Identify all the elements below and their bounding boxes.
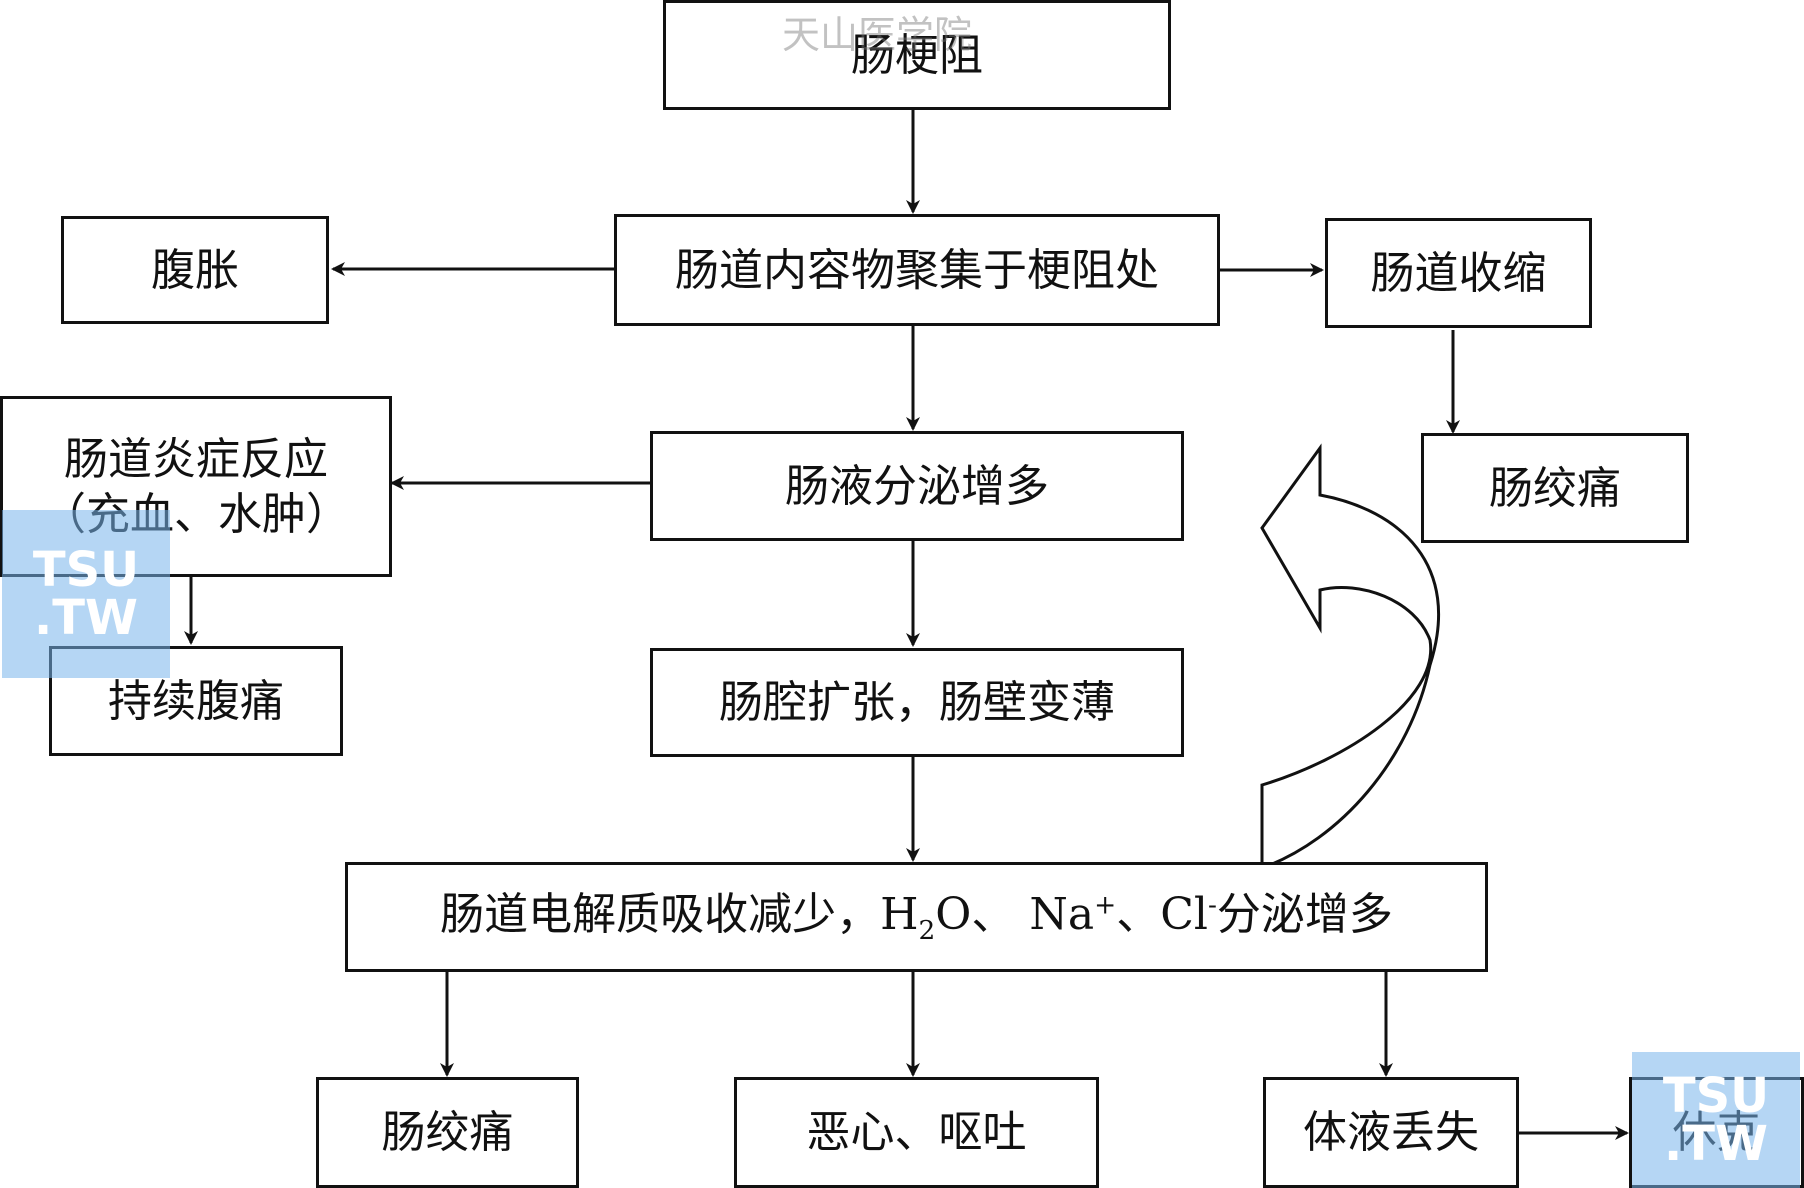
watermark-badge-left-line1: TSU [32, 542, 140, 598]
feedback-curved-arrow [1260, 443, 1441, 871]
node-colic-bottom: 肠绞痛 [316, 1077, 579, 1188]
node-vomiting-label: 恶心、呕吐 [806, 1107, 1027, 1158]
electrolyte-na-superscript: + [1094, 889, 1117, 921]
electrolyte-text-suffix: 分泌增多 [1216, 889, 1393, 941]
node-vomiting: 恶心、呕吐 [734, 1077, 1099, 1188]
node-secretion: 肠液分泌增多 [650, 431, 1184, 541]
electrolyte-text-prefix: 肠道电解质吸收减少，H [440, 889, 919, 941]
watermark-badge-left: TSU .TW [2, 510, 170, 678]
node-contraction: 肠道收缩 [1325, 218, 1592, 328]
node-fluid-loss-label: 体液丢失 [1303, 1107, 1479, 1158]
node-colic-bottom-label: 肠绞痛 [381, 1107, 514, 1158]
node-distension-label: 腹胀 [151, 244, 239, 296]
node-dilation: 肠腔扩张，肠壁变薄 [650, 648, 1184, 757]
node-colic-top: 肠绞痛 [1421, 433, 1689, 543]
node-electrolyte-label: 肠道电解质吸收减少，H2O、 Na+、Cl-分泌增多 [440, 887, 1393, 947]
watermark-badge-right-line2: .TW [1664, 1116, 1768, 1172]
electrolyte-cl-superscript: - [1207, 889, 1217, 921]
node-electrolyte: 肠道电解质吸收减少，H2O、 Na+、Cl-分泌增多 [345, 862, 1488, 972]
node-persistent-pain-label: 持续腹痛 [108, 675, 284, 727]
node-obstruction-label: 肠梗阻 [851, 29, 983, 81]
node-dilation-label: 肠腔扩张，肠壁变薄 [719, 677, 1115, 728]
node-inflammation-label-line1: 肠道炎症反应 [64, 433, 328, 485]
node-fluid-loss: 体液丢失 [1263, 1077, 1519, 1188]
node-contraction-label: 肠道收缩 [1370, 247, 1547, 299]
electrolyte-h2o-subscript: 2 [918, 914, 936, 946]
node-secretion-label: 肠液分泌增多 [785, 460, 1049, 512]
node-colic-top-label: 肠绞痛 [1489, 462, 1621, 514]
electrolyte-text-mid1: O、 Na [935, 889, 1095, 941]
electrolyte-text-mid2: 、Cl [1116, 889, 1208, 941]
watermark-top-text: 天山医学院 [782, 13, 973, 57]
node-obstruction: 肠梗阻 [663, 0, 1171, 110]
watermark-badge-left-line2: .TW [34, 590, 138, 646]
node-accumulation: 肠道内容物聚集于梗阻处 [614, 214, 1220, 326]
node-accumulation-label: 肠道内容物聚集于梗阻处 [675, 244, 1159, 296]
watermark-badge-right-line1: TSU [1662, 1068, 1770, 1124]
watermark-badge-right: TSU .TW [1632, 1052, 1800, 1188]
node-distension: 腹胀 [61, 216, 329, 324]
